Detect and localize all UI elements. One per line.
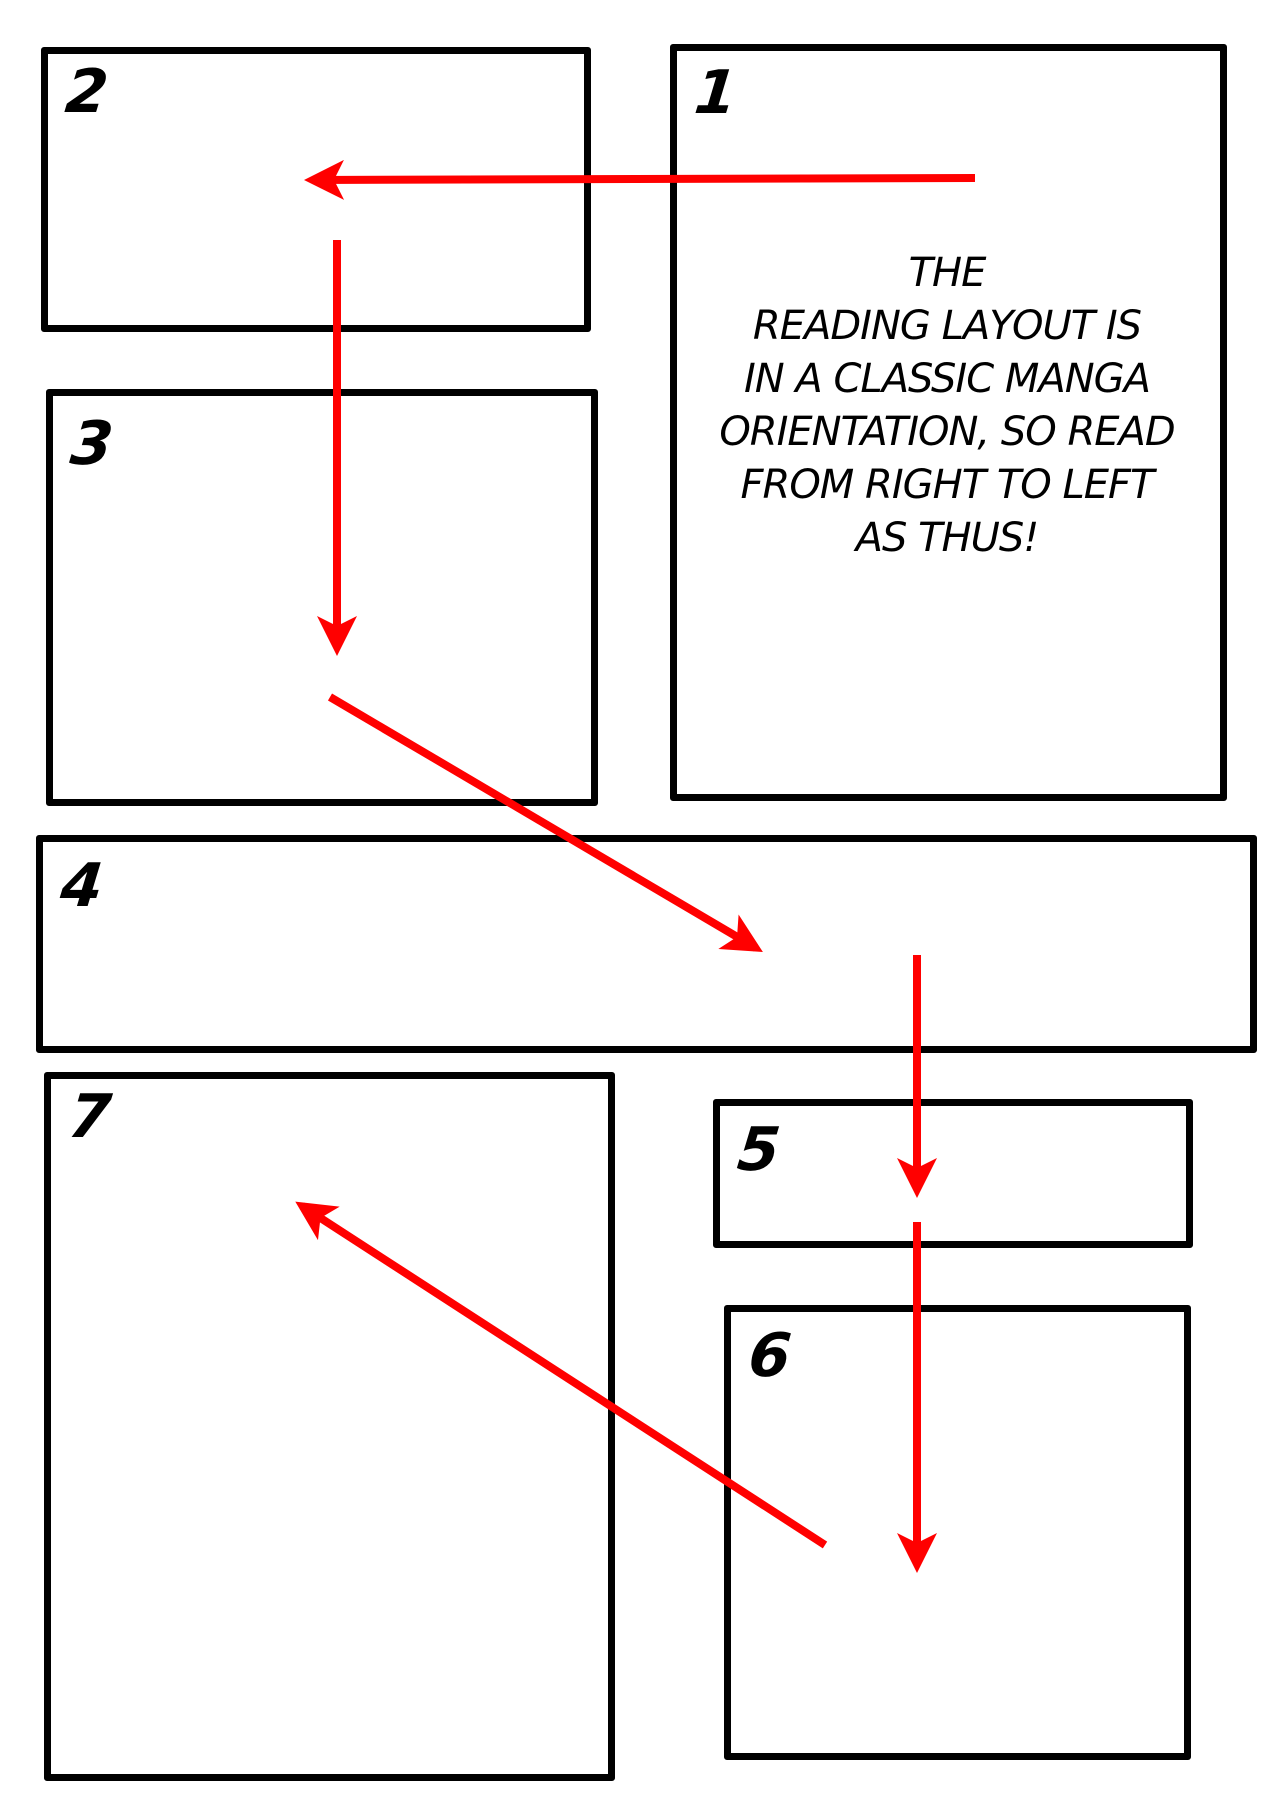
reading-instruction-caption: The reading layout is in a classic manga… xyxy=(719,250,1175,561)
arrow-3-to-4 xyxy=(327,693,763,953)
panel-1: 1 The reading layout is in a classic man… xyxy=(670,44,1227,801)
arrow-1-to-2 xyxy=(304,159,976,200)
panel-5: 5 xyxy=(713,1099,1193,1248)
panel-4: 4 xyxy=(36,835,1257,1053)
panel-3: 3 xyxy=(46,389,598,806)
panel-7: 7 xyxy=(44,1072,615,1781)
arrow-6-to-7 xyxy=(295,1201,828,1549)
